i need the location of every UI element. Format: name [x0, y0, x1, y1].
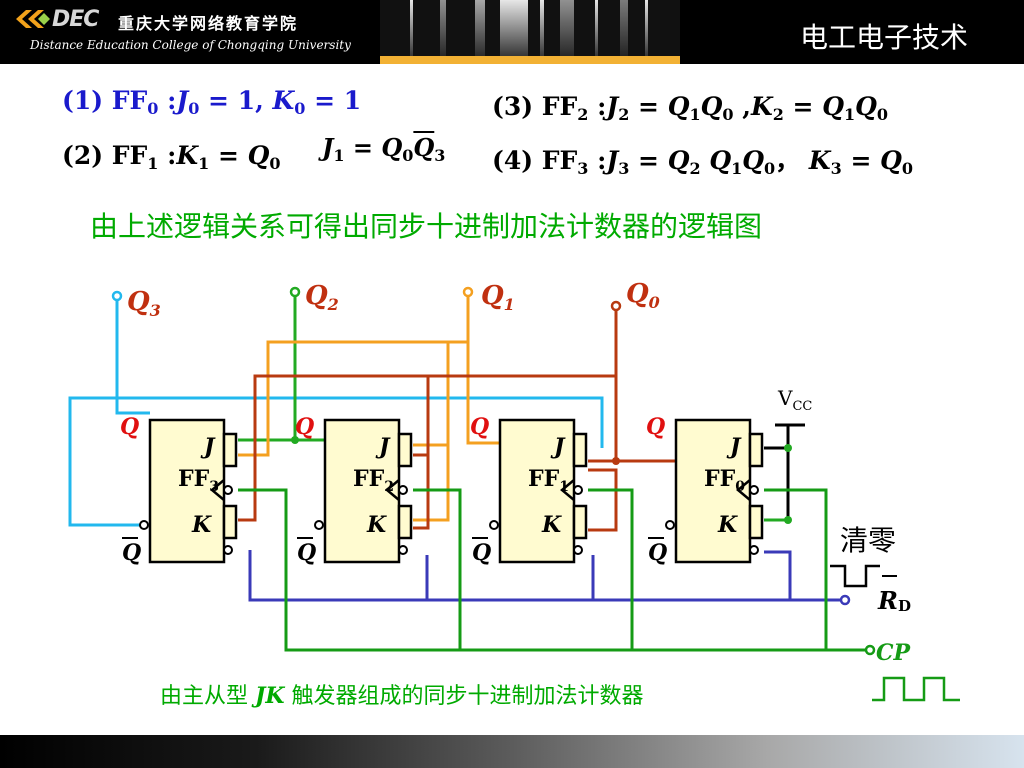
ff-q-label: Q — [470, 414, 489, 440]
vcc-label: VCC — [777, 386, 812, 414]
flipflop-ff1: FF1 J K Q Q — [470, 414, 588, 566]
ff-qbar-label: Q — [472, 540, 491, 566]
junction-vcc-k — [784, 516, 792, 524]
q2-label: Q2 — [305, 281, 339, 314]
ff-j-label: J — [550, 434, 566, 460]
q0-label: Q0 — [626, 279, 660, 312]
wire-rd — [248, 550, 845, 602]
ff-k-label: K — [541, 512, 562, 538]
logo-mark: DEC — [52, 7, 99, 32]
ff-q-label: Q — [646, 414, 665, 440]
wire-ff1-k-loop — [588, 468, 618, 532]
ff-q-label: Q — [120, 414, 139, 440]
q0-terminal — [610, 300, 622, 312]
equation-ff0: (1) FF0 :J0 = 1, K0 = 1 — [62, 86, 362, 118]
ff-k-label: K — [717, 512, 738, 538]
wire-q0-bus — [238, 374, 616, 522]
q1-terminal — [462, 286, 474, 298]
course-title: 电工电子技术 — [799, 21, 968, 54]
wire-cp — [238, 488, 868, 652]
ff-j-label: J — [375, 434, 391, 460]
junction-q0 — [612, 457, 620, 465]
equation-ff2: (3) FF2 :J2 = Q1Q0 ,K2 = Q1Q0 — [492, 92, 889, 124]
ff-j-label: J — [200, 434, 216, 460]
summary-text: 由上述逻辑关系可得出同步十进制加法计数器的逻辑图 — [90, 210, 763, 243]
wire-q0-ff2 — [413, 376, 430, 530]
cp-label: CP — [876, 640, 912, 666]
equation-ff1-k: (2) FF1 :K1 = Q0 — [62, 141, 281, 173]
equation-ff3: (4) FF3 :J3 = Q2 Q1Q0， K3 = Q0 — [492, 146, 914, 178]
header-banner: DEC 重庆大学网络教育学院 Distance Education Colleg… — [0, 0, 1024, 64]
clock-pulse-icon — [872, 676, 960, 702]
flipflop-ff3: FF3 J K Q Q — [120, 414, 238, 566]
ff-qbar-label: Q — [297, 540, 316, 566]
ff-qbar-label: Q — [122, 540, 141, 566]
ff-name-label: FF3 — [178, 466, 219, 495]
flipflop-ff0: FF0 J K Q Q — [646, 414, 764, 566]
equation-ff1-j: J1 = Q0Q3 — [322, 133, 446, 165]
rd-label: RD — [877, 586, 911, 615]
diagram-caption: 由主从型 JK 触发器组成的同步十进制加法计数器 — [160, 683, 644, 709]
cp-terminal — [864, 644, 876, 656]
wire-q3-feedback — [68, 396, 604, 527]
junction-q2 — [291, 436, 299, 444]
q3-label: Q3 — [127, 287, 161, 320]
clear-pulse-icon — [830, 564, 880, 588]
clear-label: 清零 — [840, 524, 896, 557]
ff-j-label: J — [726, 434, 742, 460]
header-light-beams — [380, 0, 680, 64]
flipflop-ff2: FF2 J K Q Q — [295, 414, 413, 566]
q1-label: Q1 — [481, 281, 515, 314]
ff-qbar-label: Q — [648, 540, 667, 566]
ff-k-label: K — [366, 512, 387, 538]
rd-terminal — [839, 594, 851, 606]
logo-english-name: Distance Education College of Chongqing … — [30, 38, 351, 52]
ff-name-label: FF0 — [704, 466, 745, 495]
ff-name-label: FF2 — [353, 466, 394, 495]
ff-name-label: FF1 — [528, 466, 569, 495]
q2-terminal — [289, 286, 301, 298]
ff-k-label: K — [191, 512, 212, 538]
ff-q-label: Q — [295, 414, 314, 440]
wire-q3 — [115, 298, 150, 415]
wire-q1-ff2 — [268, 340, 450, 522]
logo-chevrons-icon — [16, 10, 50, 28]
logo-chinese-name: 重庆大学网络教育学院 — [118, 14, 299, 33]
footer-bar — [0, 735, 1024, 768]
q3-terminal — [111, 290, 123, 302]
junction-vcc-j — [784, 444, 792, 452]
